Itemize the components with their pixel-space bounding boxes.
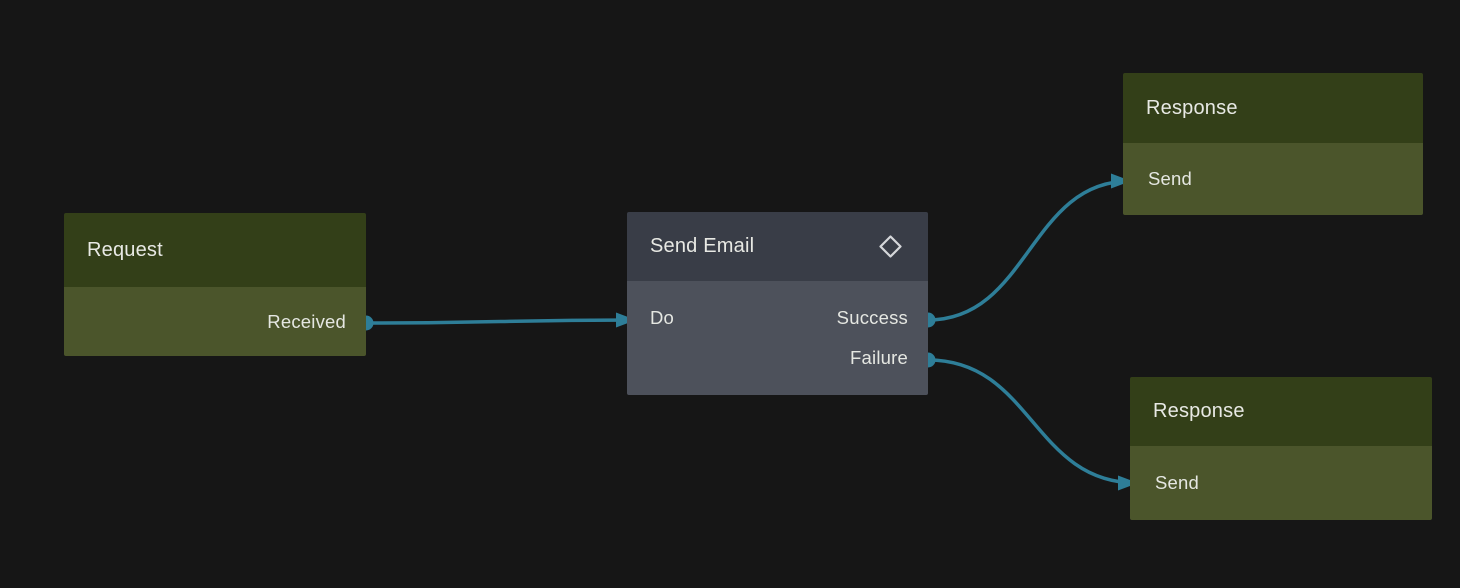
- port-failure[interactable]: Failure: [850, 347, 908, 368]
- node-header: Request: [64, 213, 366, 287]
- node-body: Received: [64, 287, 366, 356]
- node-request[interactable]: Request Received: [64, 213, 366, 356]
- node-title: Request: [87, 238, 163, 261]
- port-do[interactable]: Do: [650, 307, 675, 328]
- port-send[interactable]: Send: [1148, 168, 1193, 189]
- port-row: Do Success: [627, 298, 928, 338]
- node-header: Response: [1130, 377, 1432, 446]
- node-title: Response: [1146, 96, 1238, 119]
- port-received[interactable]: Received: [267, 310, 346, 332]
- edge-success-to-send[interactable]: [920, 173, 1131, 328]
- port-send[interactable]: Send: [1155, 472, 1200, 493]
- node-send-email[interactable]: Send Email Do Success Failure: [627, 212, 928, 395]
- node-body: Do Success Failure: [627, 281, 928, 395]
- node-header: Response: [1123, 73, 1423, 143]
- edge-path[interactable]: [365, 312, 636, 328]
- edge-received-to-do[interactable]: [358, 312, 636, 331]
- node-response-success[interactable]: Response Send: [1123, 73, 1423, 215]
- edge-path[interactable]: [927, 173, 1131, 322]
- node-response-failure[interactable]: Response Send: [1130, 377, 1432, 520]
- node-title: Send Email: [650, 235, 755, 257]
- port-row: Failure: [627, 338, 928, 378]
- node-body: Send: [1123, 143, 1423, 215]
- diamond-icon: [877, 233, 904, 260]
- node-header: Send Email: [627, 212, 928, 281]
- edge-path[interactable]: [927, 358, 1138, 491]
- port-success[interactable]: Success: [836, 307, 908, 328]
- edge-failure-to-send[interactable]: [920, 352, 1138, 491]
- node-title: Response: [1153, 400, 1245, 422]
- node-body: Send: [1130, 446, 1432, 520]
